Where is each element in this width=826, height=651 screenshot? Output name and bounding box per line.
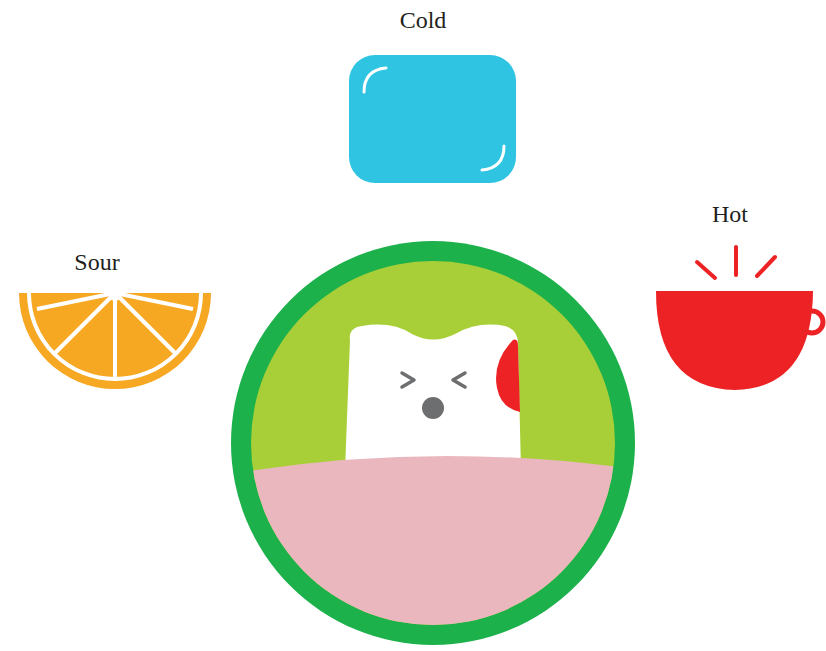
stimulus-label: Hot <box>712 200 748 229</box>
tooth-scene <box>230 241 640 651</box>
stimulus-label: Sour <box>74 248 119 277</box>
ice-cube <box>349 55 516 183</box>
orange-slice <box>19 289 211 389</box>
hot-cup <box>656 247 823 390</box>
stimulus-label: Cold <box>400 6 447 35</box>
